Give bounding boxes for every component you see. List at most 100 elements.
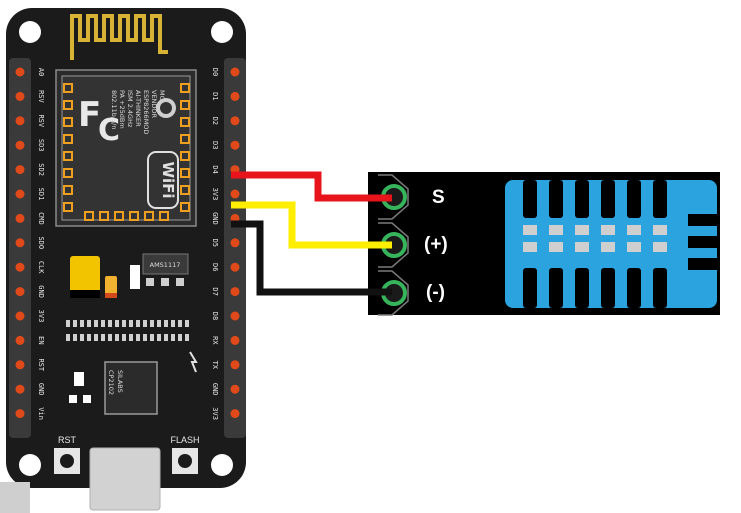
smd-pad [87,334,91,341]
left-pin-labels: A0RSVRSVSD3SD2SD1CMDSDOCLKGND3V3ENRSTGND… [37,68,45,420]
smd-pad [157,320,161,327]
module-line: ISM 2.4GHz [126,90,134,128]
ground-wire [231,220,392,296]
grille-slot [627,268,641,308]
header-outline [378,174,409,220]
module-pad [180,202,190,212]
grille-slot [627,180,641,218]
module-line: ESP8266MOD [142,90,150,134]
pin-hole [15,140,25,150]
pin-hole [15,189,25,199]
pin-label-left: RSV [37,90,45,103]
esp-module: F C MODEL VENDOR ESP8266MOD AI-THINKER I… [55,69,197,227]
sensor-pin-label-signal: S [432,187,445,208]
grille-slot [549,242,563,252]
smd-pad [94,320,98,327]
smd-pad [164,334,168,341]
sensor-pins [378,174,409,316]
smd-pad [178,334,182,341]
pin-hole [230,238,240,248]
sensor-pin-label-vcc: (+) [424,234,448,255]
pin-label-left: 3V3 [37,310,45,323]
pin-hole [15,335,25,345]
pin-label-left: SD1 [37,188,45,201]
pin-label-right: D4 [211,165,219,173]
header-outline [378,270,409,316]
smd-pad [73,334,77,341]
smd-pad [101,334,105,341]
module-pad [84,211,94,221]
module-pad [180,185,190,195]
smd-pad [164,320,168,327]
dht-sensor-module: S (+) (-) [368,172,720,316]
pin-hole [230,91,240,101]
grille-slot [575,180,589,218]
smd-component [83,395,91,403]
pin-hole [230,311,240,321]
mount-hole [19,454,41,476]
smd-pad [66,334,70,341]
smd-pad [108,320,112,327]
pin-label-right: D6 [211,263,219,271]
smd-pad [66,320,70,327]
pin-hole [230,384,240,394]
grille-slot [549,180,563,218]
dht-housing [505,180,720,308]
smd-pad [101,320,105,327]
grille-slot [653,268,667,308]
pin-hole [230,116,240,126]
pin-hole [230,140,240,150]
flash-button[interactable]: FLASH [170,435,200,474]
module-pad [114,211,124,221]
pin-label-right: D7 [211,287,219,295]
svg-text:C: C [98,113,120,148]
pin-label-right: D3 [211,141,219,149]
smd-pad [122,320,126,327]
grille-slot [627,225,641,235]
right-pin-header [224,58,246,438]
capacitor [70,256,117,298]
smd-pad [143,320,147,327]
pin-hole [230,262,240,272]
flash-label: FLASH [170,435,199,445]
pin-label-right: GND [211,212,219,225]
mount-hole [19,21,41,43]
pin-label-right: 3V3 [211,188,219,201]
pin-hole [15,213,25,223]
smd-pad [150,320,154,327]
sensor-notch [688,214,720,226]
pin-label-right: D8 [211,312,219,320]
sensor-grille [523,180,667,308]
wifi-badge: WiFi [147,151,179,209]
grille-slot [653,242,667,252]
signal-wire [231,171,392,202]
grille-slot [653,180,667,218]
sensor-notch [688,258,720,270]
module-pad [159,211,169,221]
module-pad [63,168,73,178]
corner-decoration [0,482,30,513]
module-pad [180,151,190,161]
pin-label-right: GND [211,383,219,396]
rst-button[interactable]: RST [54,435,80,474]
smd-pad-rows [66,320,189,341]
pin-label-right: D2 [211,117,219,125]
module-pad [99,211,109,221]
pin-hole [15,409,25,419]
smd-pad [94,334,98,341]
module-pad [63,83,73,93]
pin-label-right: D1 [211,92,219,100]
pin-hole [15,287,25,297]
wifi-logo-text: WiFi [159,161,177,198]
voltage-regulator: AMS1117 [142,253,189,286]
grille-slot [549,225,563,235]
header-outline [378,222,409,268]
smd-pad [122,334,126,341]
pin-label-left: SD2 [37,163,45,176]
grille-slot [627,242,641,252]
lightning-icon [189,351,198,373]
module-pad [63,117,73,127]
module-pad [129,211,139,221]
wifi-antenna [60,10,182,68]
